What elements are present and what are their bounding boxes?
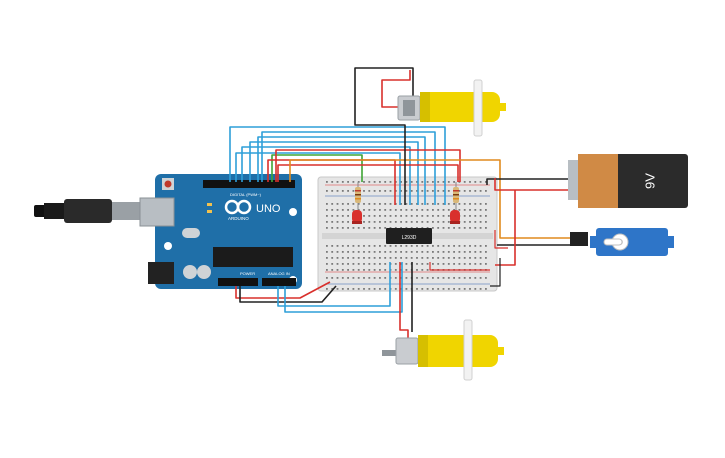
battery-9v[interactable]: 9V	[568, 154, 688, 208]
dc-motor-bottom[interactable]	[382, 319, 504, 381]
battery-voltage-label: 9V	[642, 173, 657, 189]
motor-driver-chip[interactable]: L293D	[386, 228, 432, 244]
led-right	[450, 210, 460, 224]
digital-header-label: DIGITAL (PWM~)	[230, 192, 262, 197]
power-header-label: POWER	[240, 271, 255, 276]
dc-motor-top[interactable]	[397, 79, 506, 137]
led-left	[352, 210, 362, 224]
board-brand-label: ARDUINO	[228, 216, 249, 221]
resistor-left	[355, 182, 361, 210]
wires	[229, 67, 575, 338]
resistor-right	[453, 182, 459, 210]
chip-label: L293D	[402, 235, 417, 241]
arduino-logo	[224, 199, 252, 215]
servo-motor[interactable]	[570, 228, 674, 256]
board-model-label: UNO	[256, 203, 281, 215]
arduino-board[interactable]: UNO ARDUINO DIGITAL (PWM~) POWER ANALOG …	[139, 174, 302, 289]
analog-header-label: ANALOG IN	[268, 271, 290, 276]
usb-cable[interactable]	[34, 199, 142, 223]
